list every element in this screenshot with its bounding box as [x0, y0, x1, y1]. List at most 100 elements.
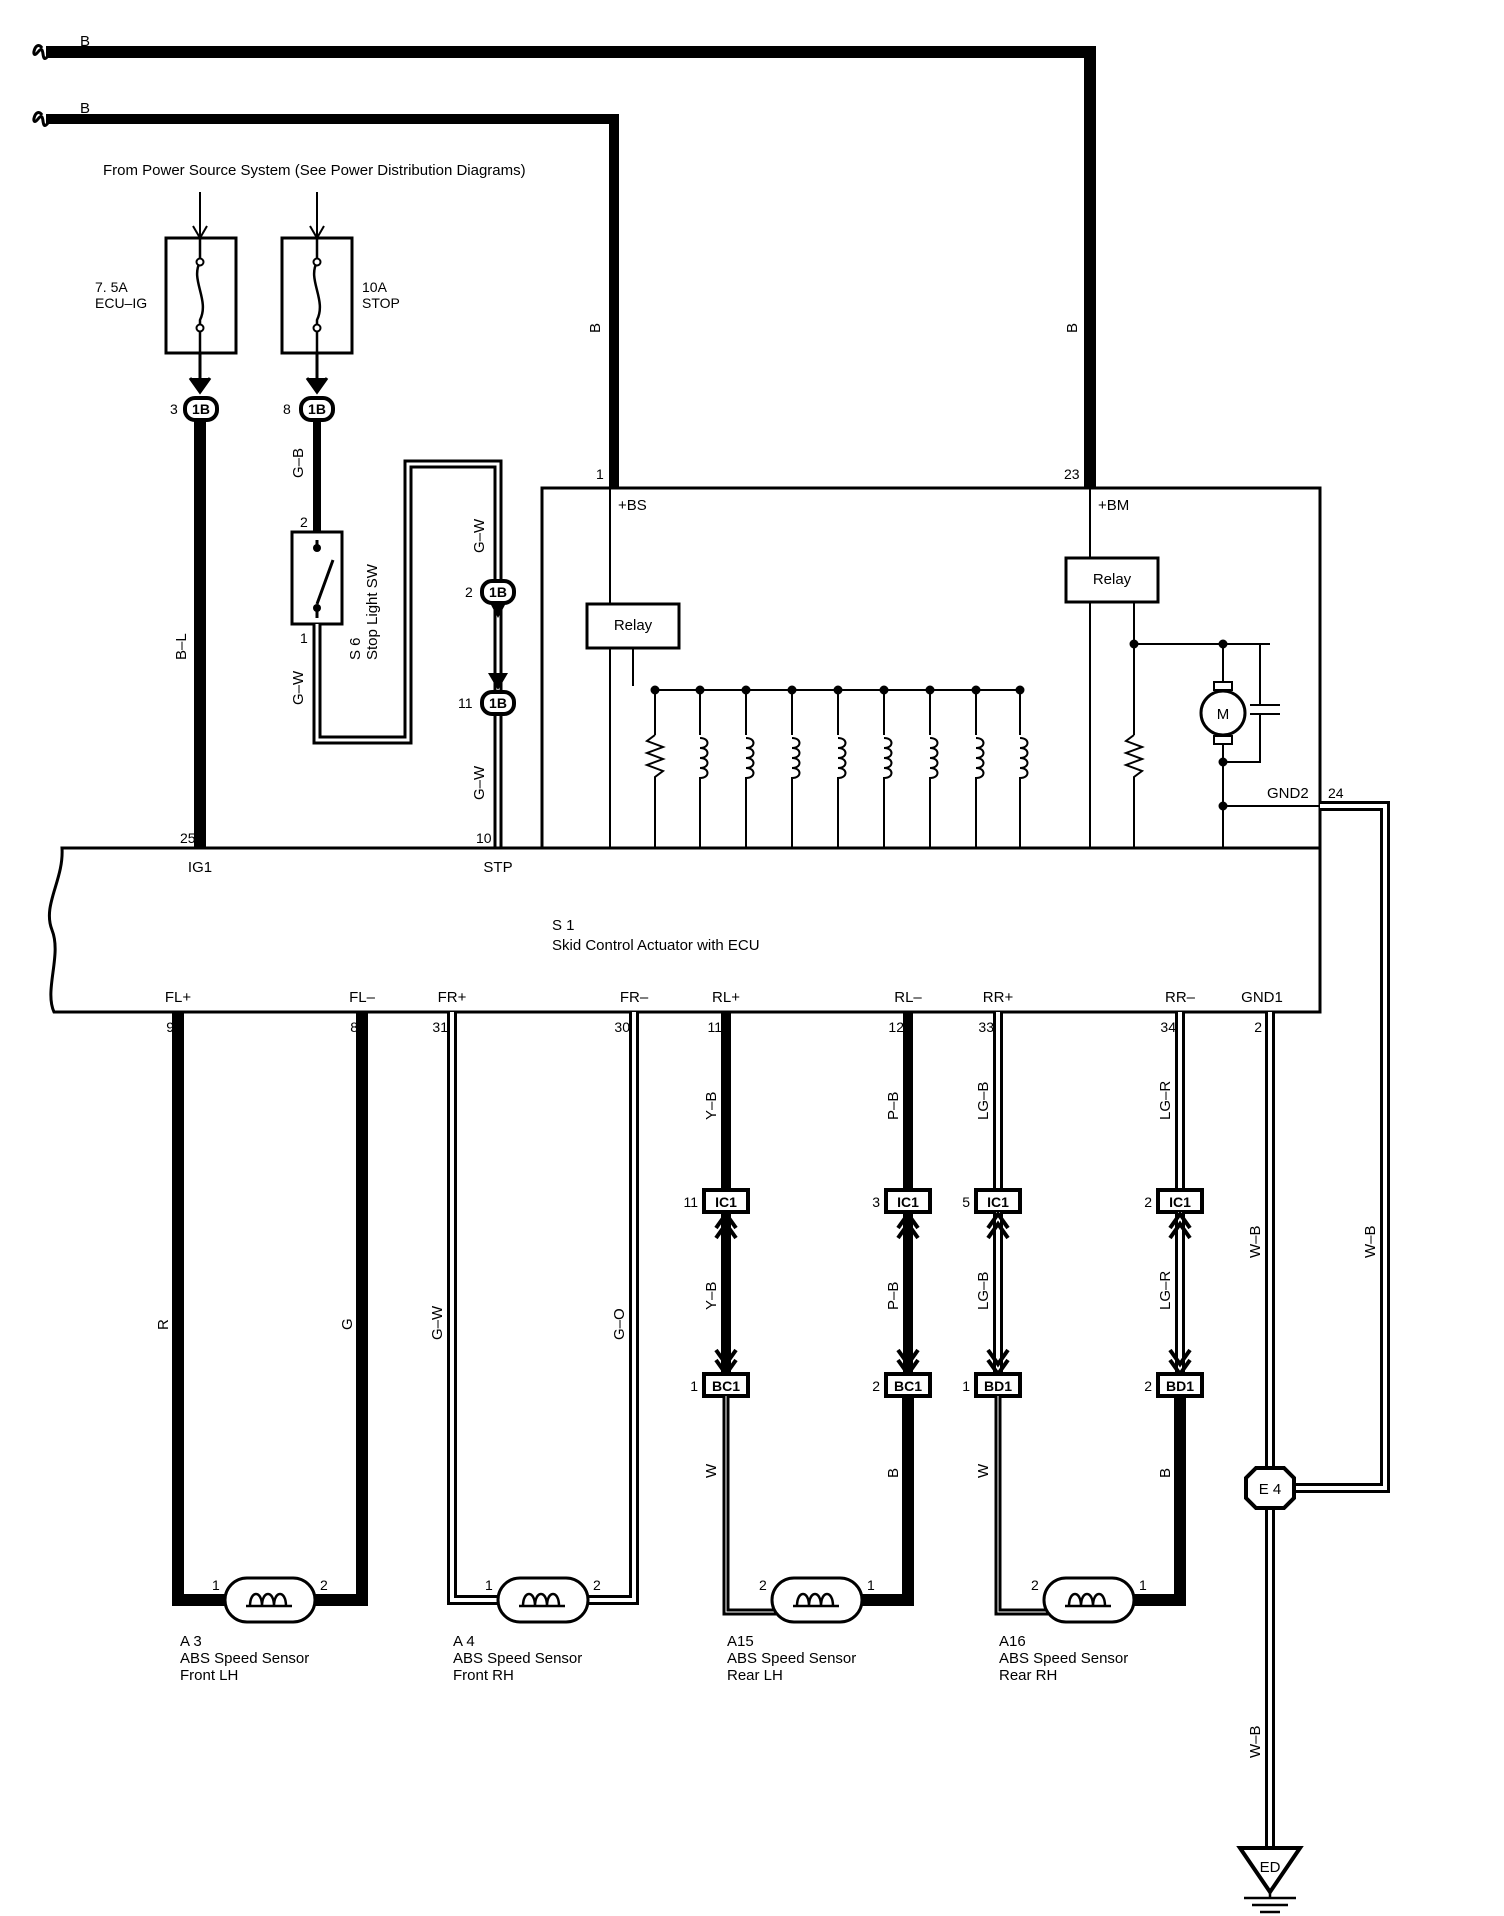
wire-core	[582, 1012, 636, 1602]
sensor-body	[223, 1576, 317, 1624]
wire-sensor-label: B	[1157, 1468, 1174, 1478]
wire-rear-upper-label: LG–B	[975, 1082, 992, 1120]
wire-outline	[722, 1396, 776, 1616]
solenoid-coil	[745, 737, 755, 848]
connector-bc-pin: 2	[1144, 1378, 1152, 1394]
sensor-coil-icon	[246, 1592, 292, 1608]
wire-switch-bottom-label: G–W	[290, 670, 307, 705]
battery-wire-label-right: B	[1064, 323, 1081, 333]
wire-fl-minus-label: G	[339, 1318, 356, 1330]
pin-name-fl: FL+	[165, 989, 192, 1006]
fuse-stop-name: STOP	[362, 295, 400, 311]
pin-num: 34	[1160, 1019, 1176, 1035]
wire-stp-lower-label: G–W	[471, 765, 488, 800]
fuse-ecu-ig	[164, 192, 238, 395]
wire-ig1-label: B–L	[173, 633, 190, 660]
pin-num-gnd1: 2	[1254, 1019, 1262, 1035]
power-source-label: From Power Source System (See Power Dist…	[103, 162, 526, 179]
connector-bc-name: BC1	[894, 1378, 922, 1394]
wire-outline	[994, 1396, 1048, 1616]
pin-name-rl: RL+	[712, 989, 740, 1006]
wire-sensor-label: W	[703, 1463, 720, 1478]
motor-label: M	[1217, 706, 1230, 723]
pin-gnd2-num: 24	[1328, 785, 1344, 801]
sensor-id: A 3	[180, 1633, 202, 1650]
sensor-name: ABS Speed Sensor	[453, 1650, 582, 1667]
battery-feed-wires	[32, 44, 1096, 488]
connector-bc-pin: 1	[962, 1378, 970, 1394]
wire-rear-lower-label: P–B	[885, 1282, 902, 1310]
wire-sensor-label: B	[885, 1468, 902, 1478]
connector-1b-stp-upper-pin: 2	[465, 584, 473, 600]
stop-switch-id: S 6	[347, 637, 364, 660]
sensor-pin-right: 2	[320, 1577, 328, 1593]
pin-name-rr: RR+	[983, 989, 1014, 1006]
sensor-id: A16	[999, 1633, 1026, 1650]
pin-num: 31	[432, 1019, 448, 1035]
wire-core	[997, 1396, 1048, 1613]
wire-gnd1-label: W–B	[1247, 1225, 1264, 1258]
pin-name-gnd1: GND1	[1241, 989, 1283, 1006]
sensor-pin-right: 1	[867, 1577, 875, 1593]
wire-fr-minus-label: G–O	[611, 1308, 628, 1340]
actuator-body	[47, 486, 1322, 1014]
wire	[172, 1012, 230, 1606]
battery-wire-label-top: B	[80, 33, 90, 50]
wire-ground-label: W–B	[1247, 1725, 1264, 1758]
sensor-pin-left: 2	[1031, 1577, 1039, 1593]
pin-name-fr: FR–	[620, 989, 649, 1006]
wire-gnd2-label: W–B	[1362, 1225, 1379, 1258]
connector-arrow-up	[896, 1210, 920, 1240]
sensor-position: Front LH	[180, 1667, 238, 1684]
battery-wire-label-left: B	[587, 323, 604, 333]
connector-arrow-up	[714, 1210, 738, 1240]
connector-bc-pin: 1	[690, 1378, 698, 1394]
wire-rear-lower-label: LG–R	[1157, 1271, 1174, 1310]
fuse-ecu-ig-rating: 7. 5A	[95, 279, 128, 295]
wire-rear-lower-label: LG–B	[975, 1272, 992, 1310]
pin-name-rl: RL–	[894, 989, 922, 1006]
sensor-name: ABS Speed Sensor	[180, 1650, 309, 1667]
wire-outline	[582, 1012, 639, 1605]
stop-switch-pin-top: 2	[300, 514, 308, 530]
speed-sensor-0	[223, 1576, 317, 1624]
fuse-stop-rating: 10A	[362, 279, 388, 295]
wire-rear-upper-label: LG–R	[1157, 1081, 1174, 1120]
pin-bs-name: +BS	[618, 497, 647, 514]
connector-1b-stop-name: 1B	[308, 401, 326, 417]
sensor-name: ABS Speed Sensor	[727, 1650, 856, 1667]
pin-bm-name: +BM	[1098, 497, 1129, 514]
ground-wiring	[1265, 801, 1390, 1848]
wire	[858, 1396, 914, 1606]
connector-1b-stp-lower	[480, 673, 516, 716]
pin-name-fr: FR+	[438, 989, 467, 1006]
sensor-coil-icon	[1065, 1592, 1111, 1608]
wire-fr-plus-label: G–W	[429, 1305, 446, 1340]
sensor-id: A 4	[453, 1633, 475, 1650]
pin-num: 9	[166, 1019, 174, 1035]
pin-num: 33	[978, 1019, 994, 1035]
splice-e4-label: E 4	[1259, 1481, 1282, 1498]
sensor-coil-icon	[519, 1592, 565, 1608]
connector-ic1-pin: 2	[1144, 1194, 1152, 1210]
stop-switch-name: Stop Light SW	[364, 563, 381, 660]
connector-ic1-name: IC1	[1169, 1194, 1191, 1210]
solenoid-coil	[791, 737, 801, 848]
relay-1-label: Relay	[614, 617, 653, 634]
solenoid-coil	[837, 737, 847, 848]
wire-switch-to-stp	[312, 459, 503, 848]
pin-num: 11	[707, 1019, 722, 1035]
connector-bc-name: BD1	[1166, 1378, 1194, 1394]
sensor-position: Front RH	[453, 1667, 514, 1684]
sensor-body	[496, 1576, 590, 1624]
sensor-position: Rear LH	[727, 1667, 783, 1684]
pin-ig1-num: 25	[180, 830, 196, 846]
speed-sensor-1	[496, 1576, 590, 1624]
ground-point-ed	[1236, 1846, 1304, 1914]
connector-1b-stp-lower-name: 1B	[489, 695, 507, 711]
sensor-body	[770, 1576, 864, 1624]
wire	[1130, 1396, 1186, 1606]
pin-stp-name: STP	[483, 859, 512, 876]
connector-1b-stp-upper-name: 1B	[489, 584, 507, 600]
pin-num: 8	[350, 1019, 358, 1035]
